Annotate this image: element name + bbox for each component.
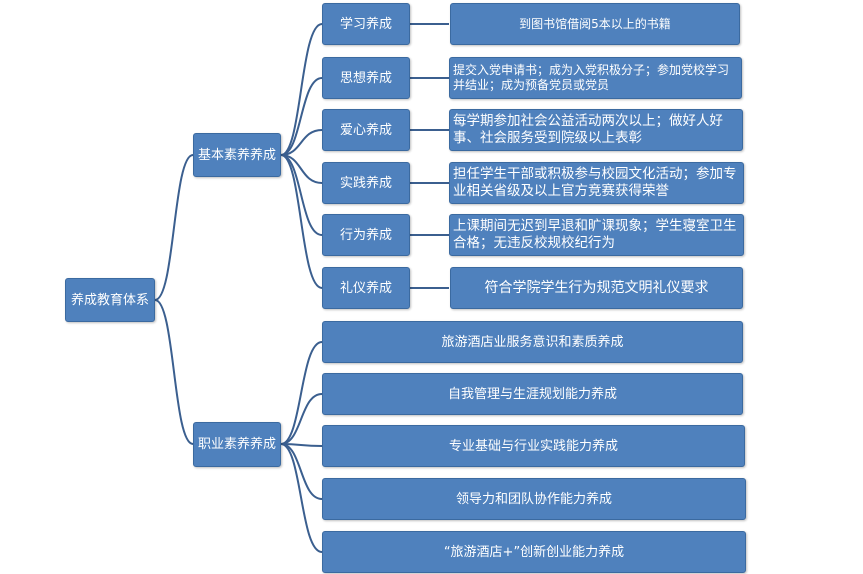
detail-behavior: 上课期间无迟到早退和旷课现象；学生寝室卫生合格；无违反校规校纪行为	[449, 214, 744, 256]
professional-item-innovation: “旅游酒店+”创新创业能力养成	[322, 531, 746, 573]
item-love: 爱心养成	[322, 109, 410, 151]
detail-love: 每学期参加社会公益活动两次以上；做好人好事、社会服务受到院级以上表彰	[449, 109, 743, 151]
detail-practice: 担任学生干部或积极参与校园文化活动；参加专业相关省级及以上官方竞赛获得荣誉	[449, 162, 744, 204]
branch-basic: 基本素养养成	[193, 133, 281, 177]
detail-study: 到图书馆借阅5本以上的书籍	[450, 3, 740, 45]
detail-thought: 提交入党申请书；成为入党积极分子；参加党校学习并结业；成为预备党员或党员	[449, 57, 742, 99]
item-practice: 实践养成	[322, 162, 410, 204]
root-node: 养成教育体系	[65, 278, 155, 322]
professional-item-service: 旅游酒店业服务意识和素质养成	[322, 321, 743, 363]
professional-item-leadership: 领导力和团队协作能力养成	[322, 478, 746, 520]
professional-item-career: 自我管理与生涯规划能力养成	[322, 373, 743, 415]
item-etiquette: 礼仪养成	[322, 267, 410, 309]
professional-item-practice: 专业基础与行业实践能力养成	[322, 425, 745, 467]
item-thought: 思想养成	[322, 57, 410, 99]
item-behavior: 行为养成	[322, 214, 410, 256]
branch-professional: 职业素养养成	[193, 422, 281, 467]
item-study: 学习养成	[322, 3, 410, 45]
detail-etiquette: 符合学院学生行为规范文明礼仪要求	[450, 267, 743, 309]
